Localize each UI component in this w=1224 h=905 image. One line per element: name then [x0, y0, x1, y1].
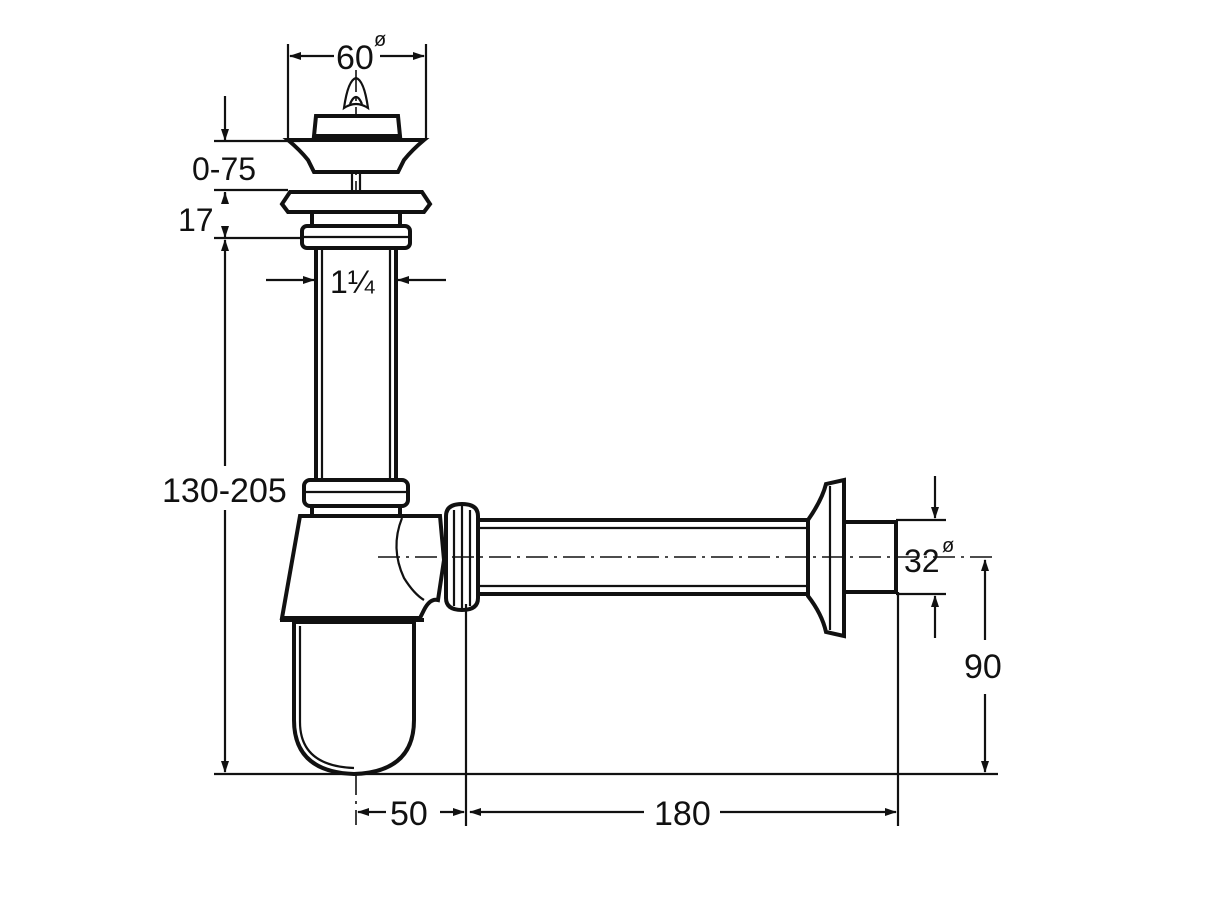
plug-body [282, 138, 430, 174]
dim-outlet-diameter: 32 ø [896, 476, 954, 638]
flange-plate [279, 190, 433, 214]
trap-head [279, 514, 447, 620]
plug-cap [311, 114, 403, 138]
dim-outlet-length: 180 [469, 592, 900, 833]
dim-offset-centre: 50 [357, 604, 468, 833]
label-flange-height: 17 [178, 202, 214, 238]
label-pipe-thread: 1¼ [330, 264, 376, 300]
label-outlet-diameter: 32 [904, 543, 940, 579]
dim-height-range: 130-205 [162, 239, 287, 773]
waste-flange [279, 190, 433, 250]
wall-rosette [806, 477, 898, 639]
label-outlet-height: 90 [964, 648, 1002, 686]
dim-outlet-height: 90 [964, 559, 1002, 773]
tail-pipe [302, 246, 410, 518]
label-outlet-diameter-symbol: ø [942, 535, 954, 557]
label-outlet-length: 180 [654, 795, 711, 833]
label-offset-centre: 50 [390, 795, 428, 833]
stopper-ring [342, 76, 370, 111]
dim-flange-height: 17 [178, 192, 302, 240]
label-height-range: 130-205 [162, 472, 287, 510]
dim-stopper-travel: 0-75 [192, 96, 300, 192]
label-top-diameter-symbol: ø [374, 29, 386, 51]
bottle-cup [292, 620, 416, 777]
label-top-diameter: 60 [336, 39, 374, 77]
label-stopper-travel: 0-75 [192, 151, 256, 187]
trap-body [279, 514, 447, 777]
dim-pipe-thread: 1¼ [266, 248, 446, 300]
stopper [282, 76, 430, 192]
stopper-ring-inner [348, 95, 364, 105]
dim-top-diameter: 60 ø [286, 29, 428, 140]
